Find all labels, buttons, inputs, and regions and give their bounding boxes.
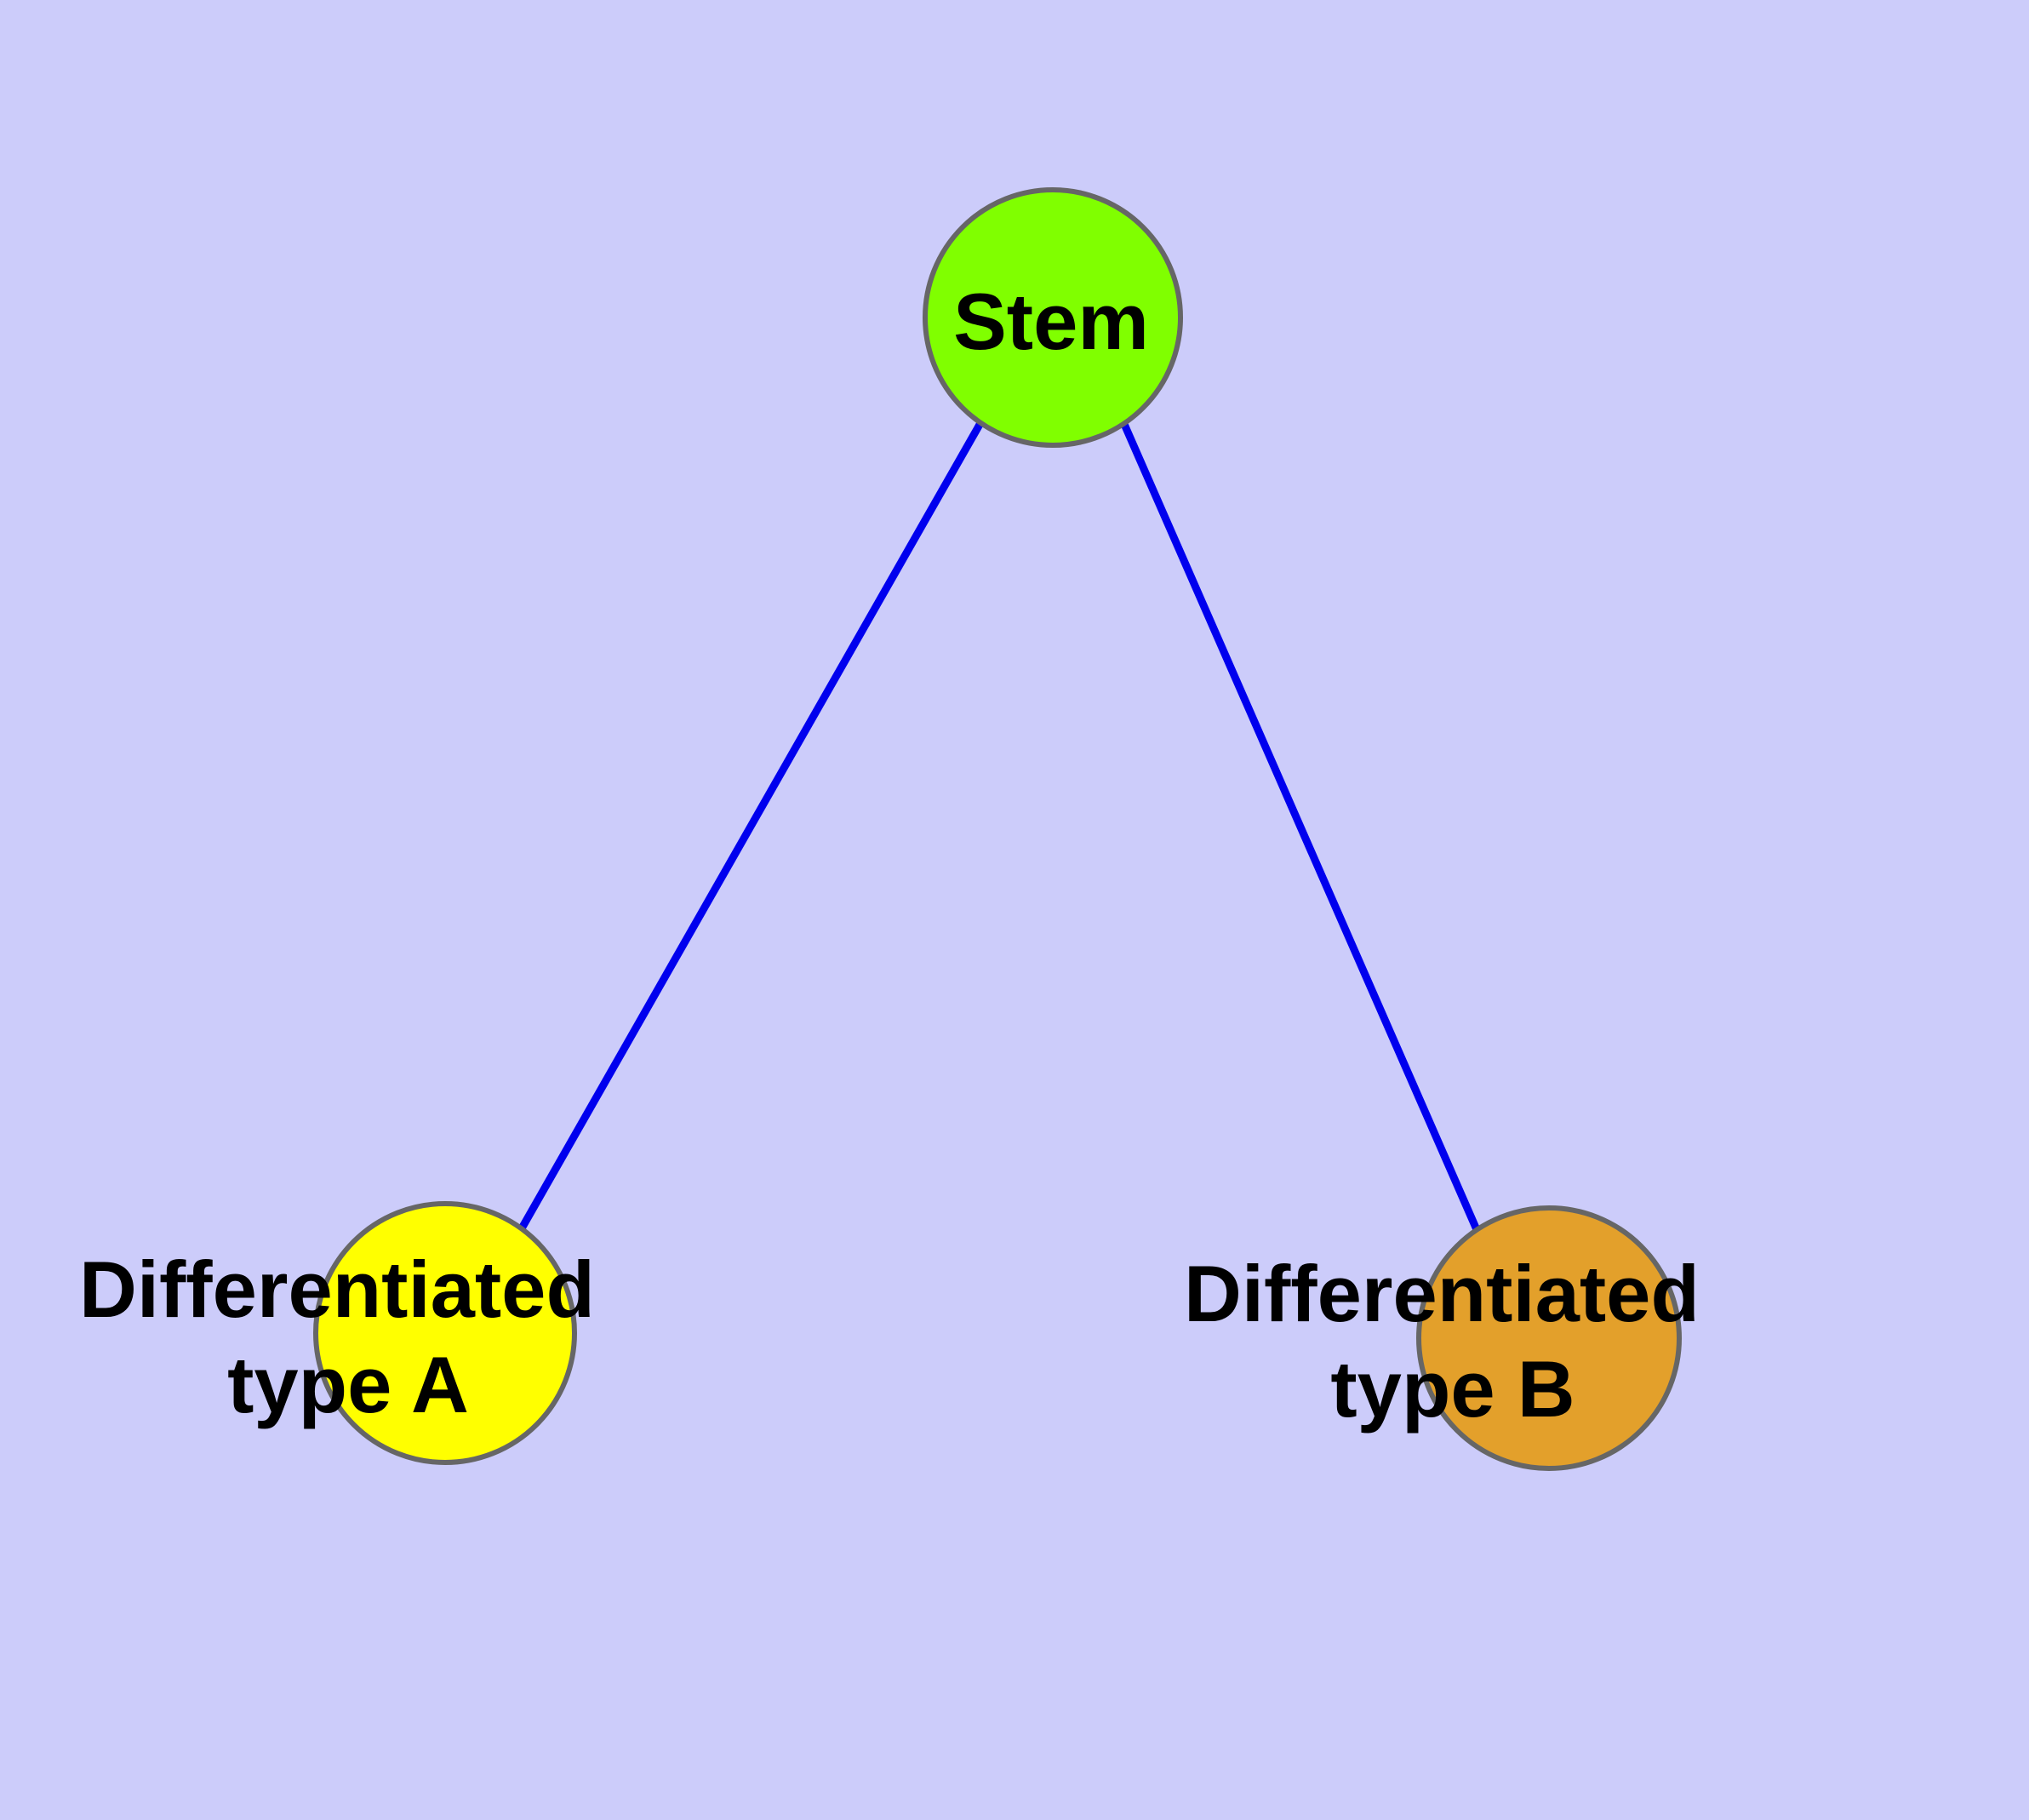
node-differentiated-type-a[interactable] xyxy=(313,1201,577,1465)
nodes-layer xyxy=(313,187,1682,1471)
node-differentiated-type-b[interactable] xyxy=(1416,1205,1682,1471)
node-differentiated-type-a-label-line-1: Differentiated xyxy=(79,1245,595,1334)
node-differentiated-type-a-circle[interactable] xyxy=(313,1201,577,1465)
node-stem-circle[interactable] xyxy=(923,187,1183,448)
node-differentiated-type-b-label: Differentiated type B xyxy=(1184,1249,1722,1434)
node-differentiated-type-b-circle[interactable] xyxy=(1416,1205,1682,1471)
labels-layer: Stem Differentiated type A Differentiate… xyxy=(79,277,1722,1434)
node-differentiated-type-a-label-line-2: type A xyxy=(227,1340,469,1429)
edges-layer xyxy=(518,421,1483,1235)
node-differentiated-type-b-label-line-1: Differentiated xyxy=(1184,1249,1700,1338)
node-stem-label: Stem xyxy=(953,277,1149,366)
node-stem-label-line-1: Stem xyxy=(953,277,1149,366)
node-differentiated-type-b-label-line-2: type B xyxy=(1330,1344,1575,1434)
edge-stem-to-differentiated-type-b[interactable] xyxy=(1119,421,1483,1235)
node-differentiated-type-a-label: Differentiated type A xyxy=(79,1245,617,1429)
node-stem[interactable] xyxy=(923,187,1183,448)
edge-stem-to-differentiated-type-a[interactable] xyxy=(518,421,984,1231)
